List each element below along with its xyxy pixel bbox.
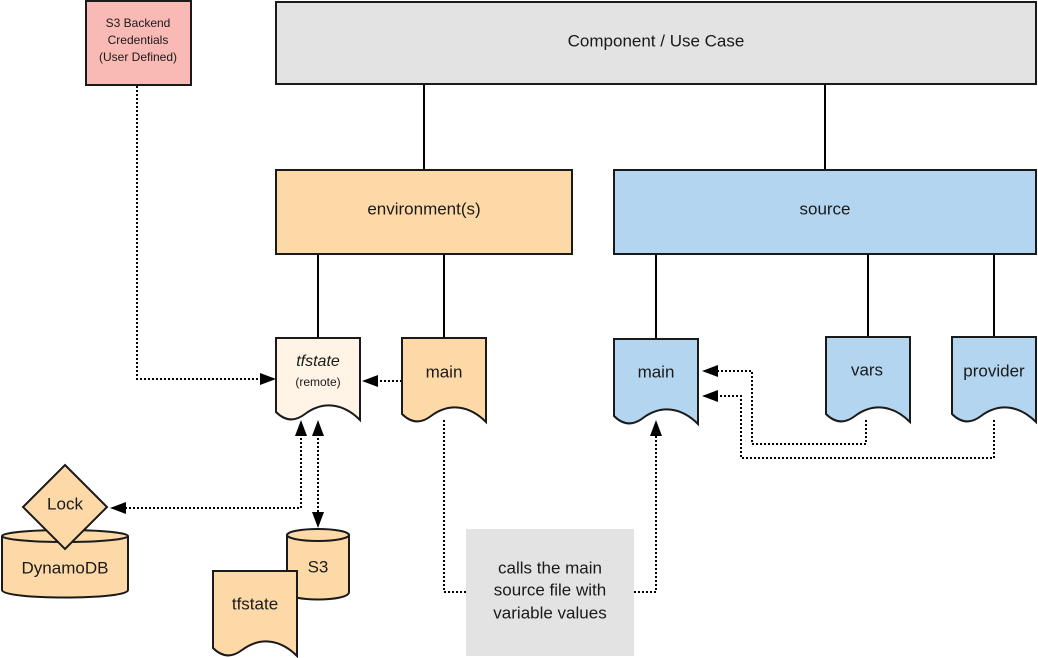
vars-document <box>825 336 911 425</box>
src-main-label: main <box>638 362 675 381</box>
arrowhead <box>312 512 324 528</box>
arrowhead <box>295 420 307 436</box>
tfstate-remote-node[interactable]: tfstate (remote) <box>275 337 361 423</box>
vars-node[interactable]: vars <box>825 336 911 425</box>
dotted-connectors <box>110 86 995 593</box>
arrowhead <box>110 502 126 514</box>
note-line1: calls the main <box>498 558 602 577</box>
credentials-box <box>85 0 192 86</box>
vars-label: vars <box>851 360 883 379</box>
note-node[interactable]: calls the main source file with variable… <box>466 529 634 656</box>
provider-document <box>951 336 1037 425</box>
source-box <box>613 169 1037 255</box>
connector-credentials-tfstate <box>136 86 262 380</box>
tfstate-file-node[interactable]: tfstate <box>212 570 298 658</box>
provider-node[interactable]: provider <box>951 336 1037 425</box>
lock-label: Lock <box>47 494 83 513</box>
lock-diamond <box>21 463 109 551</box>
source-node[interactable]: source <box>613 169 1037 255</box>
connector-vars-main <box>718 370 867 445</box>
environments-node[interactable]: environment(s) <box>275 169 573 255</box>
component-label: Component / Use Case <box>568 31 745 50</box>
hierarchy-connectors <box>317 84 995 338</box>
tfstate-remote-document <box>275 337 361 423</box>
arrowhead <box>702 365 718 377</box>
arrowhead <box>362 375 378 387</box>
note-line2: source file with <box>494 580 606 599</box>
arrowhead <box>650 420 662 436</box>
connector-tfstate-lock <box>126 434 302 509</box>
connector-note-srcmain <box>634 436 657 593</box>
tfstate-file-label: tfstate <box>232 594 278 613</box>
s3-cylinder-top <box>286 528 350 542</box>
src-main-node[interactable]: main <box>613 338 699 427</box>
tfstate-remote-subtitle: (remote) <box>295 375 340 389</box>
dynamodb-cylinder-body <box>1 536 129 599</box>
dynamodb-node[interactable]: DynamoDB <box>1 529 129 599</box>
connector-provider-main <box>718 395 995 459</box>
component-box <box>275 1 1037 85</box>
arrowhead <box>312 420 324 436</box>
credentials-label-line3: (User Defined) <box>99 50 177 64</box>
src-main-document <box>613 338 699 427</box>
credentials-label-line1: S3 Backend <box>106 16 171 30</box>
component-node[interactable]: Component / Use Case <box>275 1 1037 85</box>
arrowhead <box>260 373 276 385</box>
env-main-label: main <box>426 362 463 381</box>
provider-label: provider <box>963 361 1025 380</box>
connector-envmain-note <box>443 420 466 593</box>
dynamodb-label: DynamoDB <box>22 558 109 577</box>
env-main-node[interactable]: main <box>401 337 487 425</box>
note-line3: variable values <box>493 603 606 622</box>
tfstate-remote-title: tfstate <box>296 353 340 370</box>
source-label: source <box>799 199 850 218</box>
lock-node[interactable]: Lock <box>21 463 109 551</box>
env-main-document <box>401 337 487 425</box>
credentials-node[interactable]: S3 Backend Credentials (User Defined) <box>85 0 192 86</box>
s3-label: S3 <box>308 557 329 576</box>
note-box <box>466 529 634 656</box>
tfstate-file-document <box>212 570 298 658</box>
arrowhead <box>702 390 718 402</box>
credentials-label-line2: Credentials <box>108 33 169 47</box>
environments-label: environment(s) <box>367 199 480 218</box>
s3-node[interactable]: S3 <box>286 528 350 601</box>
environments-box <box>275 169 573 255</box>
